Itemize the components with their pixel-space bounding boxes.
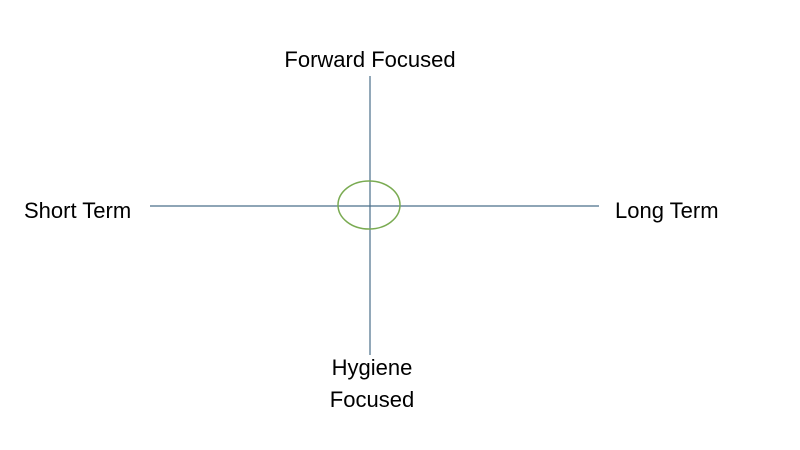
center-ellipse (337, 180, 401, 230)
axis-label-hygiene-line2: Focused (329, 387, 415, 412)
axis-label-forward-focused: Forward Focused (284, 47, 456, 72)
axis-label-hygiene-focused: Hygiene Focused (330, 352, 414, 416)
axis-label-short-term: Short Term (24, 198, 132, 223)
axis-label-long-term: Long Term (615, 198, 719, 223)
axis-label-hygiene-line1: Hygiene (331, 355, 413, 380)
